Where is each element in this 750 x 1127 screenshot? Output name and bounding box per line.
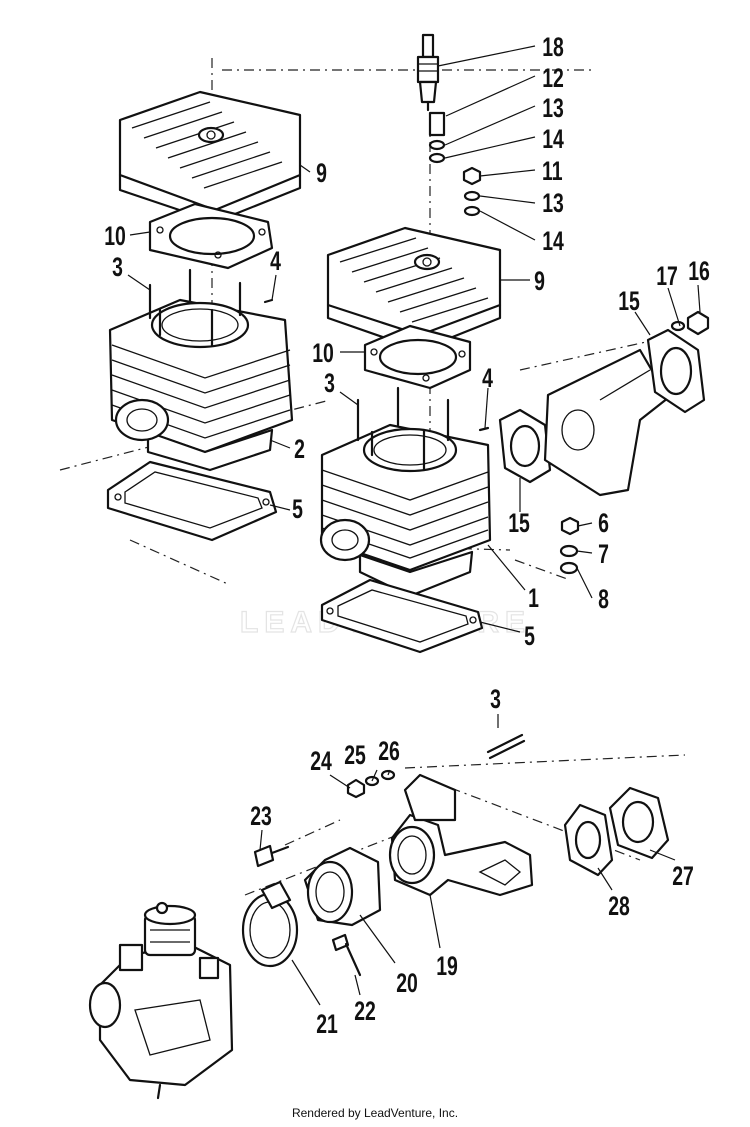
callout-5: 5 xyxy=(292,494,303,524)
intake-spacer xyxy=(608,786,670,860)
bolts xyxy=(253,769,396,977)
callout-20: 20 xyxy=(396,968,418,998)
callout-8: 8 xyxy=(598,584,609,614)
callout-4: 4 xyxy=(270,246,281,276)
exhaust-gasket-upper xyxy=(646,328,706,414)
callout-labels: 18 12 13 14 11 13 14 9 10 4 3 9 17 16 15… xyxy=(104,32,710,1039)
callout-3: 3 xyxy=(112,252,123,282)
left-cylinder-head xyxy=(118,90,302,224)
callout-7: 7 xyxy=(598,539,609,569)
exhaust-manifold xyxy=(543,348,670,497)
callout-22: 22 xyxy=(354,996,376,1026)
right-base-gasket xyxy=(320,578,484,654)
callout-21: 21 xyxy=(316,1009,338,1039)
callout-5: 5 xyxy=(524,621,535,651)
exhaust-gasket-right xyxy=(498,408,552,484)
carburetor-flange xyxy=(303,846,382,927)
callout-15: 15 xyxy=(508,508,530,538)
callout-2: 2 xyxy=(294,434,305,464)
hose-clamp xyxy=(241,880,299,968)
callout-11: 11 xyxy=(542,156,563,186)
callout-10: 10 xyxy=(312,338,334,368)
callout-13: 13 xyxy=(542,93,564,123)
callout-17: 17 xyxy=(656,261,678,291)
callout-15: 15 xyxy=(618,286,640,316)
callout-24: 24 xyxy=(310,746,332,776)
left-cylinder xyxy=(108,268,294,472)
callout-9: 9 xyxy=(316,158,327,188)
spark-plug xyxy=(416,33,446,164)
callout-28: 28 xyxy=(608,891,630,921)
callout-25: 25 xyxy=(344,740,366,770)
stud xyxy=(486,733,526,760)
footer-credit: Rendered by LeadVenture, Inc. xyxy=(291,1106,459,1120)
left-head-gasket xyxy=(148,202,274,270)
callout-10: 10 xyxy=(104,221,126,251)
callout-13: 13 xyxy=(542,188,564,218)
callout-1: 1 xyxy=(528,583,539,613)
callout-4: 4 xyxy=(482,363,493,393)
callout-26: 26 xyxy=(378,736,400,766)
carburetor xyxy=(88,901,234,1100)
callout-27: 27 xyxy=(672,861,694,891)
callout-19: 19 xyxy=(436,951,458,981)
right-cylinder xyxy=(319,386,492,598)
callout-14: 14 xyxy=(542,226,564,256)
left-base-gasket xyxy=(106,460,278,542)
callout-23: 23 xyxy=(250,801,272,831)
callout-16: 16 xyxy=(688,256,710,286)
intake-manifold xyxy=(388,773,534,897)
leader-lines xyxy=(127,45,701,1006)
right-head-gasket xyxy=(363,324,472,390)
callout-12: 12 xyxy=(542,63,564,93)
hardware-nuts-washers xyxy=(462,166,710,575)
callout-6: 6 xyxy=(598,508,609,538)
intake-gasket xyxy=(563,803,614,877)
callout-18: 18 xyxy=(542,32,564,62)
callout-3: 3 xyxy=(490,684,501,714)
callout-9: 9 xyxy=(534,266,545,296)
callout-3: 3 xyxy=(324,368,335,398)
callout-14: 14 xyxy=(542,124,564,154)
